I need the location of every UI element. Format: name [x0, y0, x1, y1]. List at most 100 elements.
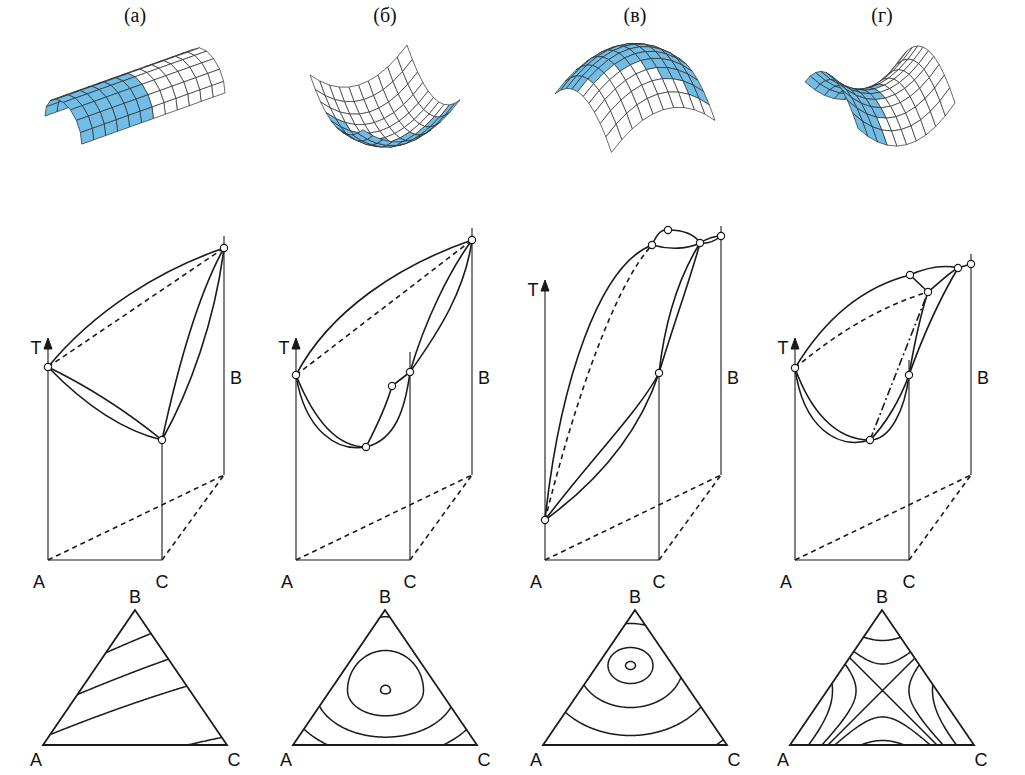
- component-label: B: [977, 369, 989, 387]
- phase-curve: [659, 475, 721, 560]
- phase-curve: [795, 292, 928, 368]
- phase-diagram: [541, 226, 725, 560]
- point-marker: [468, 236, 475, 243]
- component-label: A: [780, 573, 792, 591]
- isotherm: [535, 600, 735, 752]
- phase-curve: [795, 475, 971, 560]
- phase-curve: [909, 268, 958, 375]
- point-marker: [866, 436, 873, 443]
- point-marker: [220, 244, 227, 251]
- isotherm: [535, 600, 735, 752]
- point-marker: [954, 264, 961, 271]
- phase-curve: [545, 373, 659, 520]
- isotherm: [535, 600, 735, 752]
- mesh-cell: [940, 88, 955, 116]
- phase-curve: [47, 340, 48, 560]
- isotherm: [35, 600, 235, 712]
- axis-label: T: [528, 281, 539, 299]
- contour-group: [285, 600, 485, 752]
- mesh-cell: [821, 71, 836, 80]
- point-marker: [292, 371, 299, 378]
- mesh-cell: [445, 100, 460, 116]
- mesh-cell: [435, 112, 450, 126]
- isotherm: [535, 600, 735, 752]
- panel-letter: (г): [871, 5, 893, 25]
- contour-triangle: [535, 600, 735, 752]
- mesh-cell: [616, 113, 632, 139]
- vertex-label: C: [975, 751, 988, 769]
- isotherm: [285, 600, 485, 752]
- panel-letter: (б): [373, 5, 397, 25]
- phase-curve: [48, 367, 162, 440]
- phase-curve: [658, 373, 659, 560]
- vertex-label: B: [629, 588, 641, 606]
- vertex-label: A: [30, 751, 42, 769]
- isotherm: [782, 600, 982, 752]
- point-marker: [648, 241, 655, 248]
- phase-curve: [545, 373, 659, 520]
- composition-triangle: [43, 610, 227, 745]
- point-marker: [388, 382, 395, 389]
- phase-diagram: [44, 236, 228, 560]
- phase-curve: [928, 268, 958, 292]
- vertex-label: B: [876, 588, 888, 606]
- isotherm: [789, 600, 977, 752]
- phase-curve: [908, 360, 909, 560]
- mesh-cell: [837, 82, 852, 98]
- axis-arrow: [44, 338, 52, 349]
- isotherm: [35, 600, 235, 740]
- component-label: B: [478, 369, 490, 387]
- phase-diagram: [292, 228, 476, 560]
- point-marker: [696, 239, 703, 246]
- phase-curve: [545, 245, 652, 520]
- phase-curve: [162, 248, 224, 440]
- component-label: C: [653, 573, 666, 591]
- contour-triangle: [285, 600, 485, 752]
- phase-curve: [545, 559, 659, 560]
- point-marker: [44, 363, 51, 370]
- phase-curve: [545, 475, 721, 560]
- surface-mesh: [555, 44, 715, 153]
- isotherm: [285, 600, 485, 752]
- component-label: C: [156, 573, 169, 591]
- point-marker: [924, 288, 931, 295]
- component-label: B: [230, 369, 242, 387]
- point-marker: [158, 436, 165, 443]
- vertex-label: A: [280, 751, 292, 769]
- point-marker: [541, 516, 548, 523]
- axis-arrow: [292, 338, 300, 349]
- vertex-label: A: [530, 751, 542, 769]
- phase-curve: [162, 475, 224, 560]
- contour-triangle: [35, 600, 235, 752]
- phase-curve: [223, 236, 224, 475]
- panel-letter: (в): [624, 5, 647, 25]
- point-marker: [362, 443, 369, 450]
- surface-mesh: [45, 48, 225, 144]
- isotherm: [35, 600, 235, 752]
- phase-curve: [870, 292, 928, 440]
- mesh-cell: [853, 113, 868, 136]
- phase-curve: [296, 475, 472, 560]
- phase-diagram: [791, 254, 975, 560]
- component-label: A: [530, 573, 542, 591]
- isotherm: [285, 600, 485, 752]
- component-label: A: [33, 573, 45, 591]
- phase-curve: [48, 559, 162, 560]
- vertex-label: B: [379, 588, 391, 606]
- component-label: C: [903, 573, 916, 591]
- phase-curve: [545, 245, 652, 520]
- phase-curve: [909, 292, 928, 375]
- component-label: B: [727, 369, 739, 387]
- phase-curve: [795, 368, 870, 440]
- point-marker: [905, 371, 912, 378]
- vertex-label: C: [728, 751, 741, 769]
- component-label: A: [281, 573, 293, 591]
- phase-curve: [366, 372, 410, 447]
- phase-curve: [659, 243, 700, 373]
- isotherm: [808, 600, 958, 752]
- point-marker: [967, 260, 974, 267]
- axis-label: T: [31, 339, 42, 357]
- point-marker: [655, 369, 662, 376]
- mesh-cell: [430, 115, 445, 127]
